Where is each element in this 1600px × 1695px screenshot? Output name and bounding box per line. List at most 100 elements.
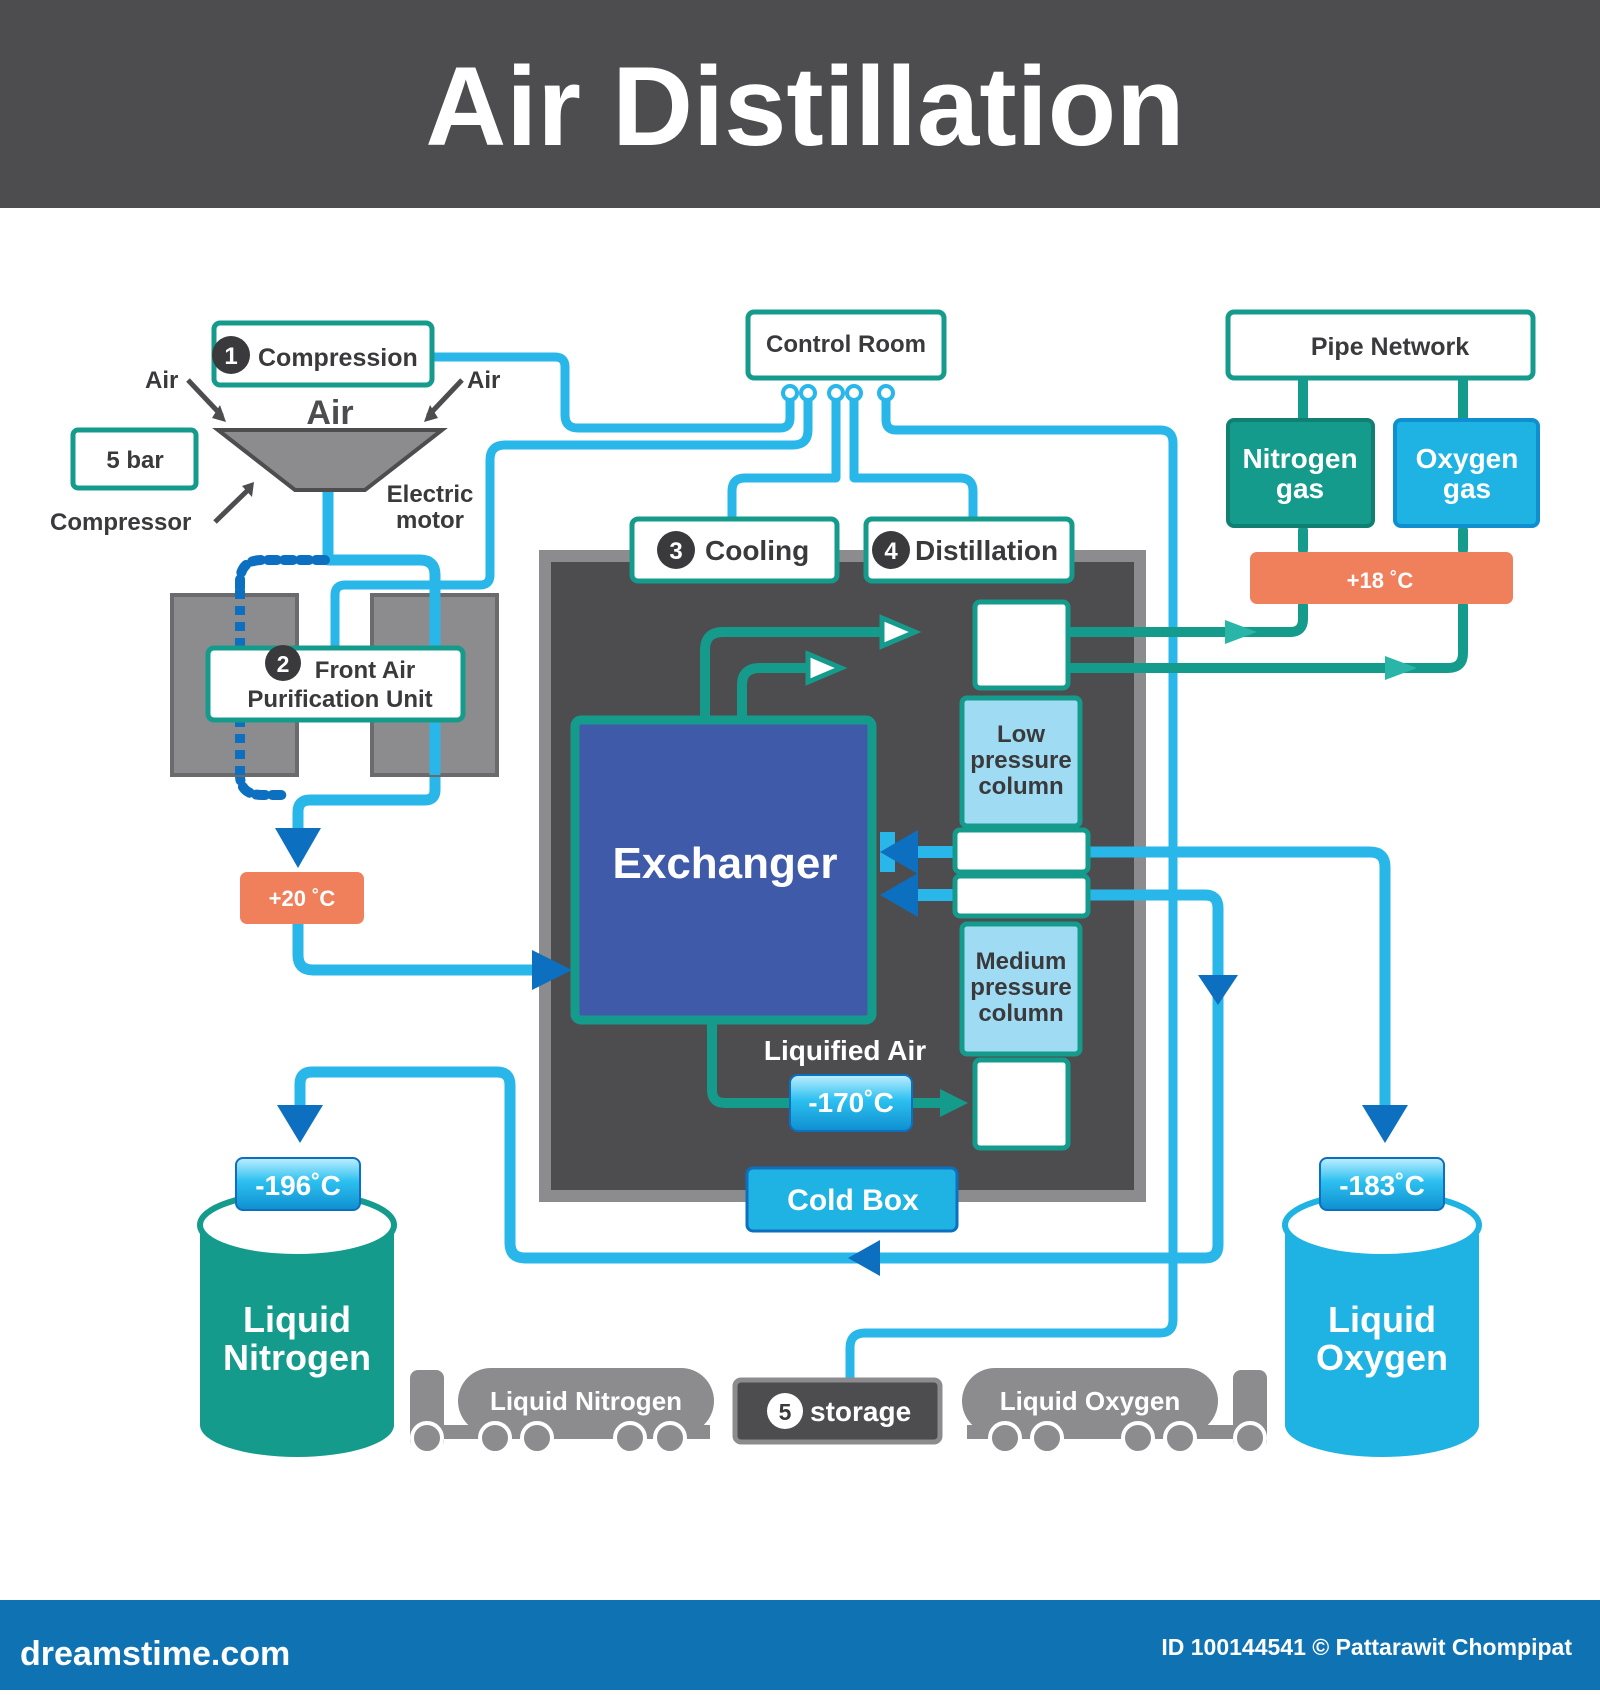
- medium-pressure-label-1: Medium: [976, 948, 1067, 975]
- truck-tank: [458, 1368, 714, 1434]
- low-pressure-label-2: pressure: [970, 747, 1071, 774]
- compressor-label: Compressor: [50, 509, 191, 536]
- pipe-network-box: [1225, 309, 1536, 381]
- liquid-nitrogen-tank: -196˚C Liquid Nitrogen: [197, 1157, 397, 1457]
- temp-badge-plus20: [240, 872, 364, 924]
- exchanger-label: Exchanger: [613, 839, 838, 888]
- step-1-number: 1: [224, 343, 237, 370]
- liquid-oxygen-tank: -183˚C Liquid Oxygen: [1282, 1157, 1482, 1457]
- liquid-oxygen-temp: -183˚C: [1339, 1170, 1425, 1201]
- liquid-nitrogen-temp-badge: [235, 1157, 361, 1211]
- step-5-badge: [767, 1393, 803, 1429]
- storage-label: storage: [810, 1396, 911, 1427]
- liquid-nitrogen-label-2: Nitrogen: [223, 1337, 371, 1378]
- wheel-icon: [1233, 1421, 1267, 1455]
- medium-pressure-label-2: pressure: [970, 974, 1071, 1001]
- exchanger: [570, 715, 877, 1025]
- cold-box-badge: [745, 1166, 959, 1233]
- control-room-box: [745, 309, 947, 381]
- column-separator-lower: [952, 873, 1091, 919]
- step-4-number: 4: [884, 538, 898, 565]
- step-1-badge: [212, 336, 250, 374]
- arrow-air-right-icon: [426, 378, 464, 418]
- column-separator-upper: [952, 827, 1091, 875]
- step-3-badge: [657, 531, 695, 569]
- arrow-air-left-icon: [212, 405, 226, 422]
- liquid-nitrogen-label-1: Liquid: [243, 1299, 351, 1340]
- liquid-oxygen-temp-badge: [1319, 1157, 1445, 1211]
- wheel-icon: [1163, 1421, 1197, 1455]
- pressure-label: 5 bar: [106, 447, 163, 474]
- liquid-oxygen-label-1: Liquid: [1328, 1299, 1436, 1340]
- liquified-air-label: Liquified Air: [764, 1035, 926, 1066]
- electric-motor-label-2: motor: [396, 507, 464, 534]
- liquified-air-temp-badge: [789, 1074, 913, 1132]
- port: [781, 384, 799, 402]
- pipe-nitrogen-up: [1220, 600, 1308, 637]
- wheel-icon: [520, 1421, 554, 1455]
- wheel-icon: [1030, 1421, 1064, 1455]
- liquid-oxygen-label-2: Oxygen: [1316, 1337, 1448, 1378]
- liquid-nitrogen-truck: Liquid Nitrogen: [410, 1368, 714, 1455]
- electric-motor-label-1: Electric: [387, 481, 474, 508]
- pipe-control-storage: [845, 390, 1178, 1385]
- arrow-compressor-icon: [213, 488, 250, 524]
- arrow-down-icon: [277, 1105, 323, 1143]
- air-inlet-right-label: Air: [467, 367, 500, 394]
- air-inlet-left-label: Air: [145, 367, 178, 394]
- wheel-icon: [478, 1421, 512, 1455]
- column-top-section: [972, 599, 1071, 691]
- pipe-control-distillation: [849, 390, 978, 525]
- cold-box-label: Cold Box: [787, 1184, 919, 1217]
- medium-pressure-column: [959, 921, 1083, 1057]
- cooling-label: Cooling: [705, 535, 809, 566]
- wheel-icon: [613, 1421, 647, 1455]
- port: [799, 384, 817, 402]
- oxygen-gas-box: [1393, 418, 1540, 528]
- port: [827, 384, 845, 402]
- footer-bar: [0, 1600, 1600, 1690]
- tank-body: [200, 1225, 394, 1457]
- port: [877, 384, 895, 402]
- arrow-right-icon: [532, 950, 572, 990]
- pressure-box: [70, 427, 199, 491]
- pipe-compression-control: [427, 352, 795, 433]
- oxygen-gas-label-2: gas: [1443, 473, 1491, 504]
- arrow-down-icon: [1362, 1105, 1408, 1143]
- step-3-number: 3: [669, 538, 682, 565]
- pipe-teal-upper: [700, 627, 885, 720]
- compression-label: Compression: [258, 344, 418, 372]
- arrow-left-icon: [848, 1240, 880, 1276]
- purification-label-1: Front Air: [315, 657, 415, 684]
- temp-badge-plus18: [1250, 552, 1513, 604]
- wheel-icon: [1121, 1421, 1155, 1455]
- footer-site: dreamstime.com: [20, 1635, 290, 1673]
- compressor-funnel: [212, 428, 448, 492]
- port: [845, 384, 863, 402]
- header-bar: [0, 0, 1600, 208]
- purification-label-2: Purification Unit: [247, 686, 432, 713]
- pipe-to-liquid-nitrogen: [294, 889, 1224, 1264]
- arrow-compressor-icon: [242, 482, 254, 497]
- oxygen-gas-label-1: Oxygen: [1416, 443, 1519, 474]
- nitrogen-gas-label-1: Nitrogen: [1242, 443, 1357, 474]
- pipe-compressor-purification: [292, 484, 441, 841]
- arrow-air-left-icon: [186, 378, 224, 418]
- pipe-control-cooling: [727, 390, 841, 525]
- nitrogen-gas-box: [1226, 418, 1375, 528]
- low-pressure-label-1: Low: [997, 721, 1045, 748]
- arrow-right-icon: [1225, 620, 1257, 644]
- control-room-label: Control Room: [766, 331, 926, 358]
- pipe-control-purification: [330, 390, 813, 653]
- step-2-number: 2: [277, 651, 290, 677]
- step-2-badge: [265, 645, 301, 681]
- arrow-right-icon: [940, 1089, 968, 1117]
- wheel-icon: [988, 1421, 1022, 1455]
- truck-oxygen-label: Liquid Oxygen: [1000, 1386, 1181, 1416]
- page-title: Air Distillation: [425, 44, 1184, 169]
- flow-arrows: [275, 614, 1417, 1276]
- liquified-air-temp: -170˚C: [808, 1087, 894, 1118]
- low-pressure-label-3: column: [978, 773, 1063, 800]
